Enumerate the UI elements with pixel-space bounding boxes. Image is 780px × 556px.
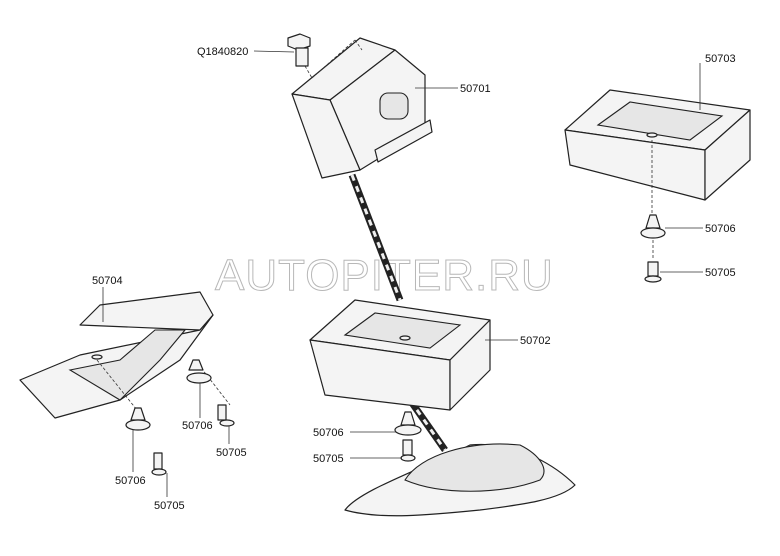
center-fasteners — [394, 411, 422, 462]
center-block-part — [309, 299, 491, 411]
label-cover-left: 50704 — [92, 275, 123, 287]
label-screw-right: 50705 — [705, 267, 736, 279]
base-plate-part — [344, 443, 576, 517]
label-clip-right: 50706 — [705, 223, 736, 235]
bracket-part — [291, 37, 433, 179]
label-bolt: Q1840820 — [197, 46, 248, 58]
right-block-part — [564, 89, 751, 215]
left-fasteners — [125, 359, 235, 476]
label-clip-left-b: 50706 — [182, 420, 213, 432]
leader-lines — [102, 50, 703, 497]
label-screw-left-a: 50705 — [154, 500, 185, 512]
label-screw-center: 50705 — [313, 453, 344, 465]
label-screw-left-b: 50705 — [216, 447, 247, 459]
label-clip-center: 50706 — [313, 427, 344, 439]
chain-part — [348, 173, 448, 453]
right-fasteners — [640, 214, 666, 283]
label-clip-left-a: 50706 — [115, 475, 146, 487]
bolt-part — [287, 33, 313, 79]
left-cover-part — [19, 291, 231, 419]
label-block-center: 50702 — [520, 335, 551, 347]
label-bracket: 50701 — [460, 83, 491, 95]
label-block-right: 50703 — [705, 53, 736, 65]
